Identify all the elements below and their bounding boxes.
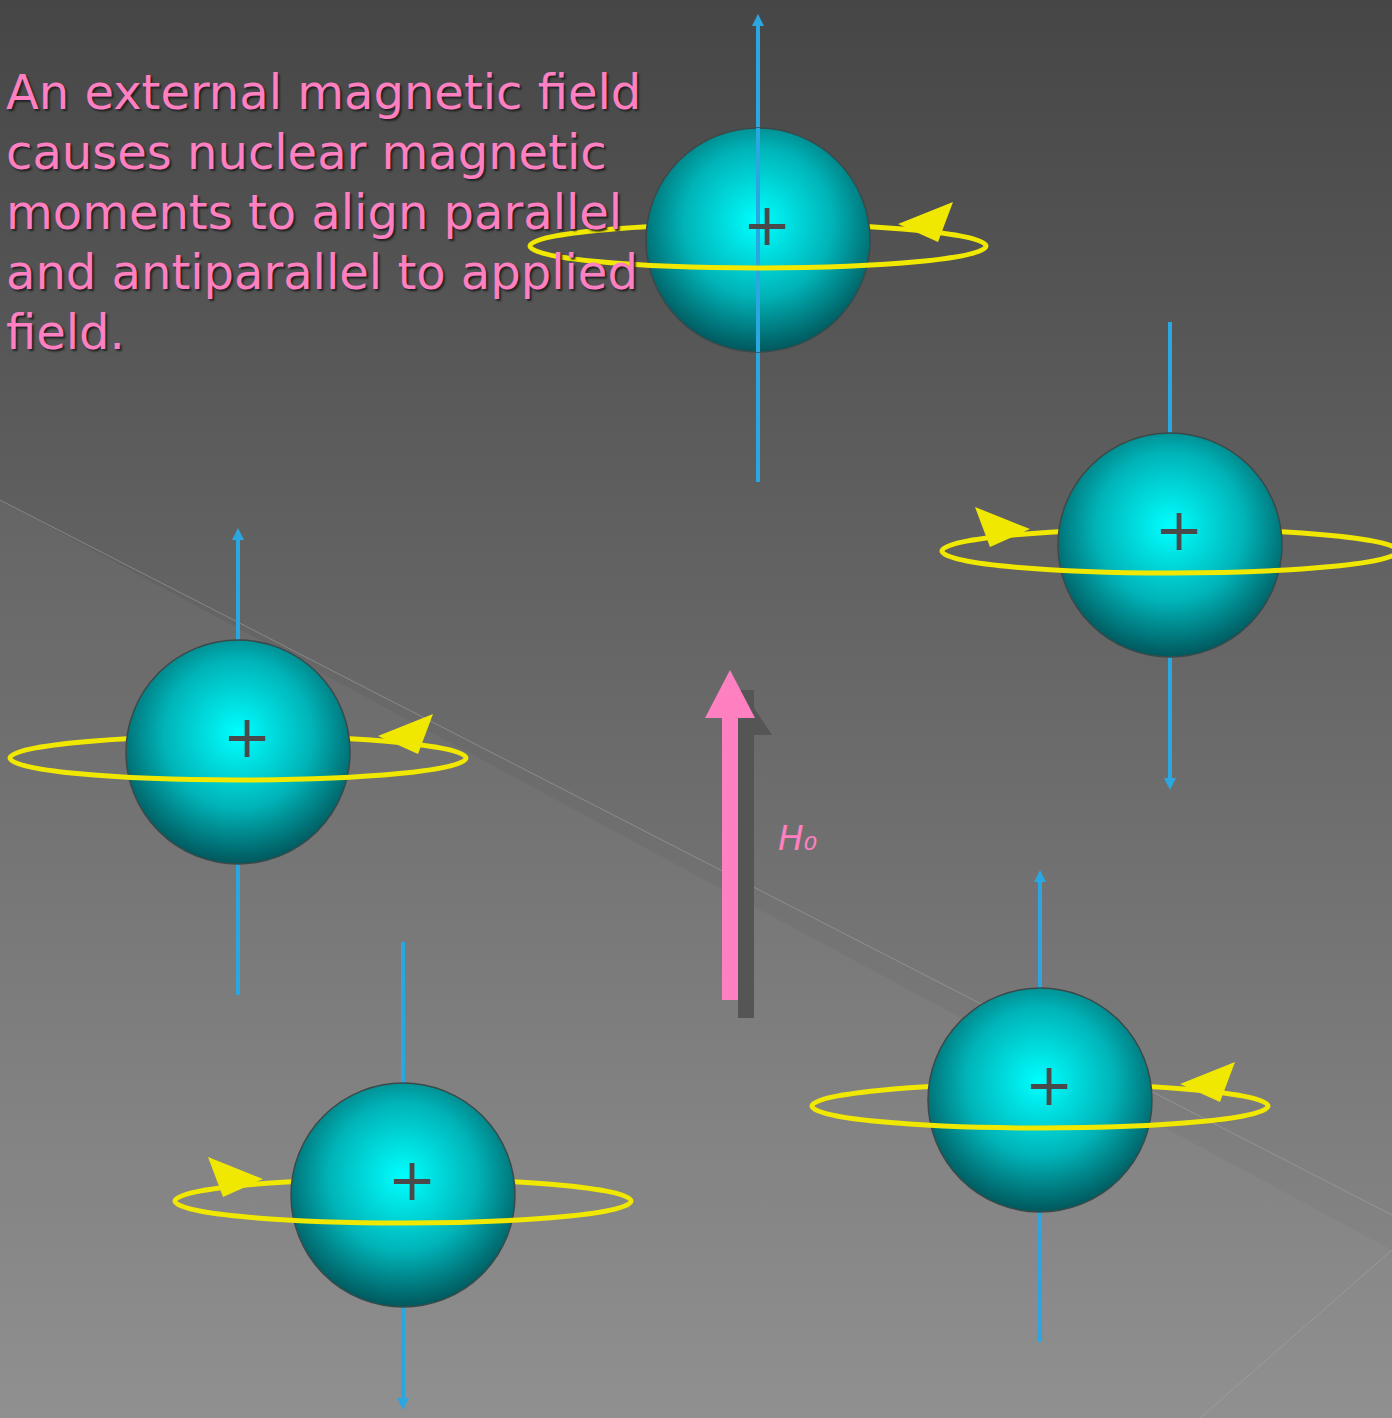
nucleus: +	[1058, 433, 1282, 657]
nucleus-sphere	[126, 640, 350, 864]
axis-head	[397, 1398, 409, 1410]
nucleus-sphere	[1058, 433, 1282, 657]
nucleus: +	[928, 988, 1152, 1212]
charge-sign: +	[1025, 1056, 1074, 1114]
axis-head	[1164, 778, 1176, 790]
charge-sign: +	[743, 196, 792, 254]
nucleus-sphere	[928, 988, 1152, 1212]
axis-head	[1034, 870, 1046, 882]
charge-sign: +	[1155, 501, 1204, 559]
rotation-arrowhead	[975, 507, 1030, 547]
rotation-arrowhead	[378, 714, 433, 754]
nucleus-sphere	[291, 1083, 515, 1307]
rotation-arrowhead	[1180, 1062, 1235, 1102]
nucleus-figure	[10, 528, 466, 995]
nucleus: +	[291, 1083, 515, 1307]
field-arrow	[705, 670, 772, 1018]
nucleus-figure	[175, 942, 631, 1410]
nucleus-figure	[812, 870, 1268, 1342]
nucleus-sphere	[646, 128, 870, 352]
nucleus: +	[646, 128, 870, 352]
nucleus-figure	[942, 322, 1392, 790]
rotation-arrowhead	[898, 202, 953, 242]
explanatory-note: An external magnetic field causes nuclea…	[6, 62, 646, 362]
charge-sign: +	[223, 708, 272, 766]
charge-sign: +	[388, 1151, 437, 1209]
axis-head	[752, 14, 764, 26]
axis-head	[232, 528, 244, 540]
rotation-arrowhead	[208, 1157, 263, 1197]
field-label: H₀	[778, 818, 858, 858]
nucleus: +	[126, 640, 350, 864]
